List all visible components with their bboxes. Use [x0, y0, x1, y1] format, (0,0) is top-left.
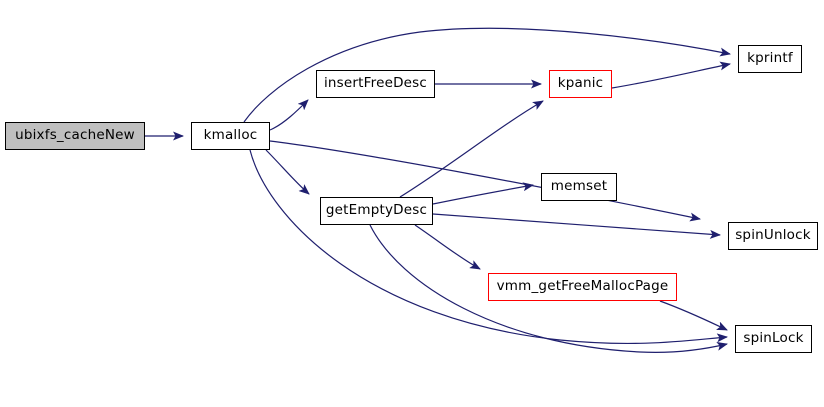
node-kpanic[interactable]: kpanic: [549, 70, 612, 98]
node-ubixfs_cacheNew[interactable]: ubixfs_cacheNew: [5, 122, 145, 150]
node-kmalloc[interactable]: kmalloc: [191, 122, 270, 150]
node-label: ubixfs_cacheNew: [15, 127, 135, 144]
edge-kmalloc-to-getEmptyDesc: [265, 149, 310, 195]
edge-getEmptyDesc-to-spinLock: [369, 224, 728, 353]
node-vmm_getFreeMallocPage[interactable]: vmm_getFreeMallocPage: [488, 273, 677, 301]
edge-kmalloc-to-insertFreeDesc: [269, 99, 309, 131]
node-label: memset: [550, 178, 608, 195]
node-label: kmalloc: [203, 127, 258, 144]
node-spinLock[interactable]: spinLock: [735, 325, 812, 353]
node-insertFreeDesc[interactable]: insertFreeDesc: [316, 70, 435, 98]
edge-vmm_getFreeMallocPage-to-spinLock: [659, 300, 728, 331]
edge-kmalloc-to-kprintf: [243, 27, 731, 123]
edge-getEmptyDesc-to-memset: [432, 182, 534, 205]
node-label: kprintf: [747, 50, 793, 67]
edge-getEmptyDesc-to-spinUnlock: [432, 213, 721, 239]
graph-edges: [145, 27, 731, 353]
node-label: spinLock: [743, 330, 804, 347]
node-spinUnlock[interactable]: spinUnlock: [728, 222, 818, 250]
node-label: spinUnlock: [735, 227, 811, 244]
edge-kmalloc-to-spinUnlock: [269, 140, 701, 222]
node-label: insertFreeDesc: [323, 75, 428, 92]
edge-getEmptyDesc-to-vmm_getFreeMallocPage: [414, 224, 481, 270]
node-kprintf[interactable]: kprintf: [738, 45, 802, 73]
edge-kmalloc-to-spinLock: [249, 149, 728, 345]
edge-getEmptyDesc-to-kpanic: [399, 100, 544, 198]
node-label: kpanic: [557, 75, 604, 92]
edge-kpanic-to-kprintf: [611, 61, 731, 89]
node-getEmptyDesc[interactable]: getEmptyDesc: [320, 197, 433, 225]
node-memset[interactable]: memset: [541, 173, 617, 201]
node-label: getEmptyDesc: [325, 202, 428, 219]
node-label: vmm_getFreeMallocPage: [496, 278, 669, 295]
